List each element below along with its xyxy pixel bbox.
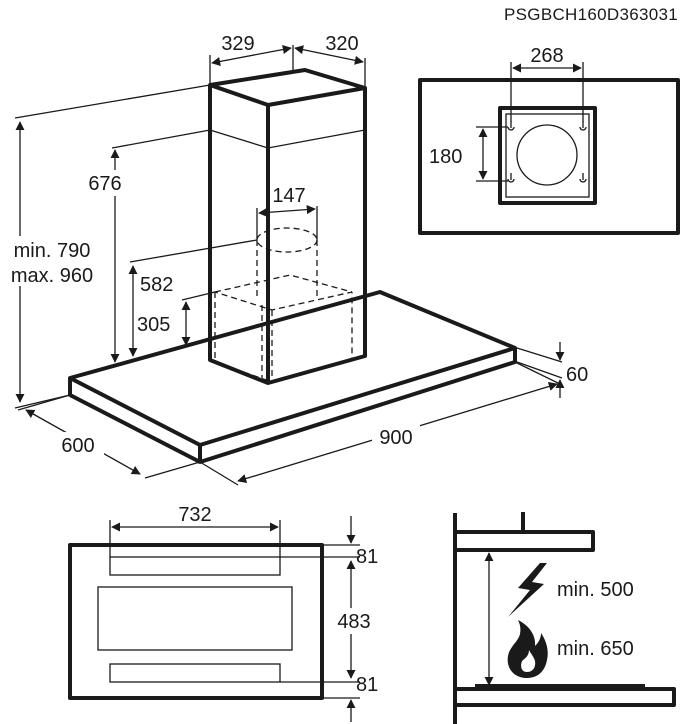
- chimney-height-dimension: 676: [80, 129, 211, 363]
- burner: [475, 684, 645, 690]
- outlet-height-label: 180: [429, 146, 462, 168]
- motor-height-dimension: 582: [128, 239, 258, 357]
- lower-unit-height-dimension: 305: [137, 291, 216, 346]
- chimney-body: [208, 85, 367, 385]
- hood-bottom-view: 732 81 483 81: [68, 504, 378, 722]
- filter-width-label: 732: [178, 504, 211, 526]
- ceiling-outlet-view: 268 180: [418, 45, 680, 235]
- lower-unit-height-label: 305: [137, 314, 170, 336]
- top-margin-label: 81: [356, 546, 378, 568]
- overall-height-dimension: min. 790 max. 960: [0, 84, 211, 409]
- overall-height-max-label: max. 960: [11, 265, 93, 287]
- flame-icon: [507, 620, 548, 678]
- canopy-width-label: 900: [379, 427, 412, 449]
- chimney-height-label: 676: [88, 173, 121, 195]
- cooktop-side: [453, 687, 676, 707]
- chimney-depth-label: 320: [325, 33, 358, 55]
- bottom-margin-label: 81: [356, 674, 378, 696]
- canopy-depth-dimension: 600: [17, 394, 201, 479]
- electric-clearance-label: min. 500: [557, 579, 634, 601]
- chimney-top: [208, 68, 367, 107]
- light-panel: [97, 586, 293, 651]
- outlet-diameter-label: 147: [272, 185, 305, 207]
- hood-side: [453, 530, 595, 552]
- model-code: PSGBCH160D363031: [504, 5, 678, 24]
- hood-isometric-view: [68, 68, 517, 464]
- chimney-dimensions: 329 320: [209, 33, 366, 88]
- chimney-width-label: 329: [221, 33, 254, 55]
- outlet-width-label: 268: [530, 45, 563, 67]
- filter-gap-label: 483: [337, 611, 370, 633]
- canopy-width-dimension: 900: [199, 361, 561, 486]
- canopy-depth-label: 600: [61, 435, 94, 457]
- motor-height-label: 582: [140, 274, 173, 296]
- outlet-diameter-dimension: 147: [256, 185, 318, 240]
- chimney-joint: [209, 129, 366, 149]
- installation-clearance-view: min. 500 min. 650: [453, 512, 676, 724]
- canopy-thickness-dimension: 60: [516, 342, 588, 398]
- grease-filter-top: [109, 556, 281, 576]
- grease-filter-bottom: [109, 663, 281, 683]
- lightning-icon: [508, 563, 547, 617]
- canopy-thickness-label: 60: [566, 364, 588, 386]
- mounting-hole-icons: [507, 121, 587, 183]
- gas-clearance-label: min. 650: [557, 638, 634, 660]
- canopy-front-edge: [68, 348, 517, 464]
- overall-height-min-label: min. 790: [14, 240, 91, 262]
